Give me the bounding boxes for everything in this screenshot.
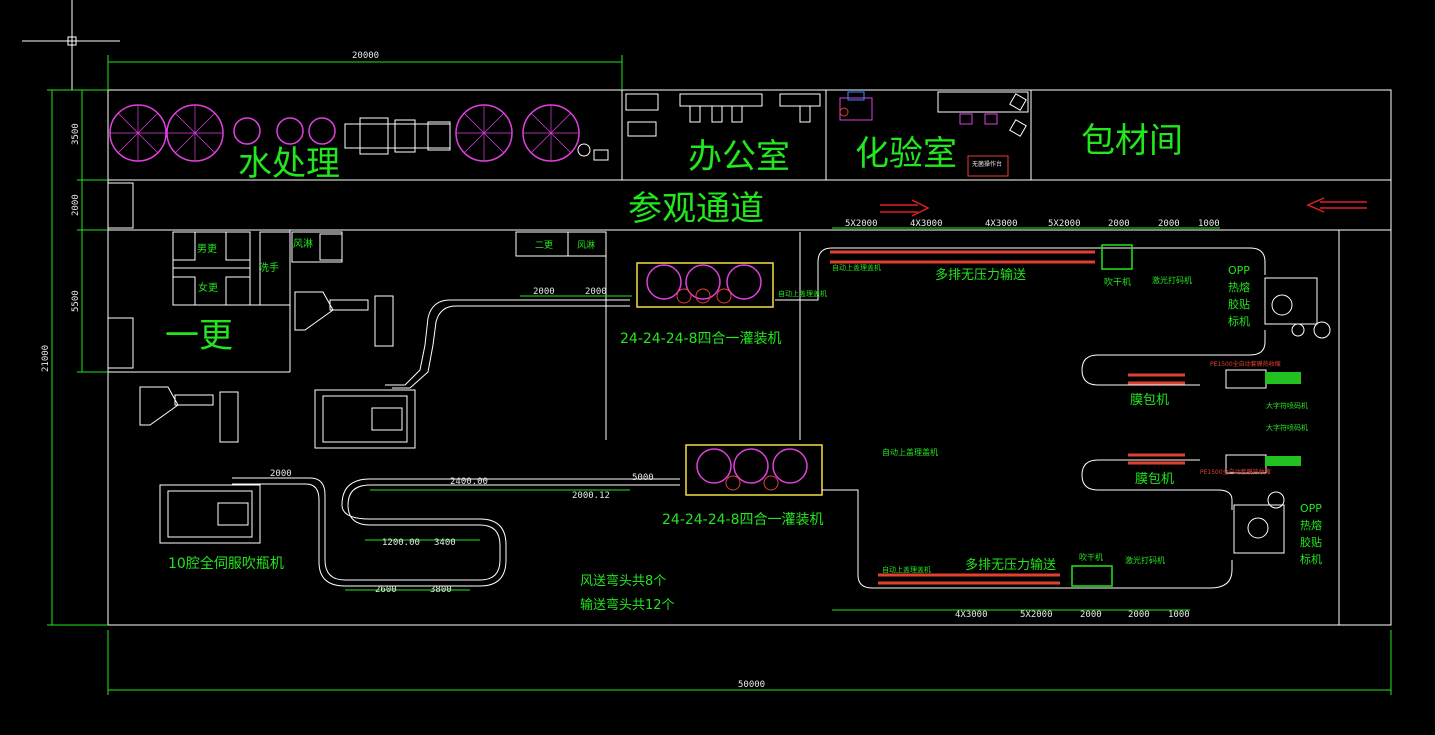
dim-upper-2000b: 2000 <box>585 287 607 297</box>
label-char-printer-top: 大字符喷码机 <box>1266 401 1308 410</box>
office-furniture <box>625 93 821 137</box>
dimension-lines-lower <box>345 295 632 591</box>
label-auto-capper-bottom: 自动上盖理盖机 <box>882 447 938 457</box>
dim-low-5000: 5000 <box>632 473 654 483</box>
building-outline <box>107 89 1392 626</box>
dim-height-total: 21000 <box>41 345 51 372</box>
label-film-wrap-bottom: 膜包机 <box>1135 472 1174 487</box>
pressureless-conveyor-top <box>775 247 1266 386</box>
label-bottle-label-top: 自动上盖理盖机 <box>778 289 827 298</box>
dim-low-3400: 3400 <box>434 538 456 548</box>
dim-top-1000: 1000 <box>1198 219 1220 229</box>
label-dryer-top: 吹干机 <box>1104 276 1131 288</box>
dim-row-5500: 5500 <box>71 290 81 312</box>
dim-top-5x2000: 5X2000 <box>845 219 878 229</box>
room-air-shower: 风淋 <box>293 237 313 250</box>
label-filler-top: 24-24-24-8四合一灌装机 <box>620 331 782 347</box>
label-conveyor-bottom: 多排无压力输送 <box>965 557 1056 573</box>
room-changing: 一更 <box>165 316 233 356</box>
room-second-changing: 二更 <box>535 240 553 251</box>
label-auto-capper-bottom2: 自动上盖理盖机 <box>882 565 931 574</box>
dim-top-5x2000b: 5X2000 <box>1048 219 1081 229</box>
dim-upper-2000a: 2000 <box>533 287 555 297</box>
label-blow-molder: 10腔全伺服吹瓶机 <box>168 555 284 572</box>
lab-equipment-label: 无菌操作台 <box>972 160 1002 168</box>
label-film-wrap-top: 膜包机 <box>1130 393 1169 408</box>
ucs-crosshair <box>22 0 120 90</box>
dim-top-4x3000b: 4X3000 <box>985 219 1018 229</box>
label-opp-top-wrap: OPP 热熔 胶贴 标机 <box>1228 264 1250 328</box>
room-wash: 洗手 <box>259 261 279 274</box>
label-opp-bottom: OPP 热熔 胶贴 标机 <box>1300 502 1322 566</box>
dim-bottom-total: 50000 <box>738 680 765 690</box>
dim-bot-1000: 1000 <box>1168 610 1190 620</box>
room-lab: 化验室 <box>855 134 957 174</box>
dim-top-total: 20000 <box>352 51 379 61</box>
dim-low-2600: 2600 <box>375 585 397 595</box>
label-laser-bottom: 激光打码机 <box>1125 555 1165 565</box>
dim-low-3800: 3800 <box>430 585 452 595</box>
dim-top-4x3000a: 4X3000 <box>910 219 943 229</box>
film-wrappers <box>1225 369 1301 474</box>
pressureless-conveyor-bottom <box>822 453 1233 589</box>
flow-arrow-icon <box>880 197 1367 217</box>
room-corridor: 参观通道 <box>628 189 764 229</box>
label-opp-top: OPP 热熔 胶贴 标机 <box>1228 264 1250 328</box>
label-pe-bottom: PE1500全自动套膜热收缩 <box>1200 468 1271 476</box>
water-tanks <box>109 104 609 162</box>
room-male: 男更 <box>197 243 217 255</box>
label-conveyor-top: 多排无压力输送 <box>935 267 1026 283</box>
dim-bot-4x3000: 4X3000 <box>955 610 988 620</box>
filler-machine-top <box>636 262 774 308</box>
dim-low-1200a: 1200.00 <box>382 538 420 548</box>
dim-bot-2000a: 2000 <box>1080 610 1102 620</box>
dim-row-3500: 3500 <box>71 123 81 145</box>
dryer-machines <box>1071 244 1133 587</box>
label-conveyor-bends: 输送弯头共12个 <box>580 597 675 613</box>
dim-low-2000: 2000 <box>270 469 292 479</box>
dim-bot-5x2000: 5X2000 <box>1020 610 1053 620</box>
dim-row-2000: 2000 <box>71 194 81 216</box>
room-office: 办公室 <box>688 137 790 177</box>
air-conveyor-lines <box>232 299 680 587</box>
labeler-machines <box>1233 277 1331 554</box>
dim-top-2000a: 2000 <box>1108 219 1130 229</box>
dim-low-2400: 2400.00 <box>450 477 488 487</box>
label-auto-capper-top: 自动上盖理盖机 <box>832 263 881 272</box>
label-opp-bottom-wrap: OPP 热熔 胶贴 标机 <box>1300 502 1322 566</box>
dim-bot-2000b: 2000 <box>1128 610 1150 620</box>
label-dryer-bottom: 吹干机 <box>1079 552 1103 562</box>
room-air-shower-2: 风淋 <box>577 239 595 251</box>
dim-top-2000b: 2000 <box>1158 219 1180 229</box>
label-laser-top: 激光打码机 <box>1152 275 1192 285</box>
dim-low-2000b: 2000.12 <box>572 491 610 501</box>
room-water-treatment: 水处理 <box>238 144 340 184</box>
lab-furniture <box>839 91 1029 177</box>
dimension-lines-conveyor <box>832 227 1220 611</box>
room-female: 女更 <box>198 281 218 294</box>
label-air-bends: 风送弯头共8个 <box>580 573 666 589</box>
label-filler-bottom: 24-24-24-8四合一灌装机 <box>662 512 824 528</box>
label-char-printer-bottom: 大字符喷码机 <box>1266 423 1308 432</box>
room-packing: 包材间 <box>1081 121 1183 161</box>
dimension-lines <box>47 55 1392 695</box>
label-pe-top: PE1500全自动套膜热收缩 <box>1210 360 1281 368</box>
blow-molder-machines <box>139 291 416 544</box>
filler-machine-bottom <box>685 444 823 496</box>
